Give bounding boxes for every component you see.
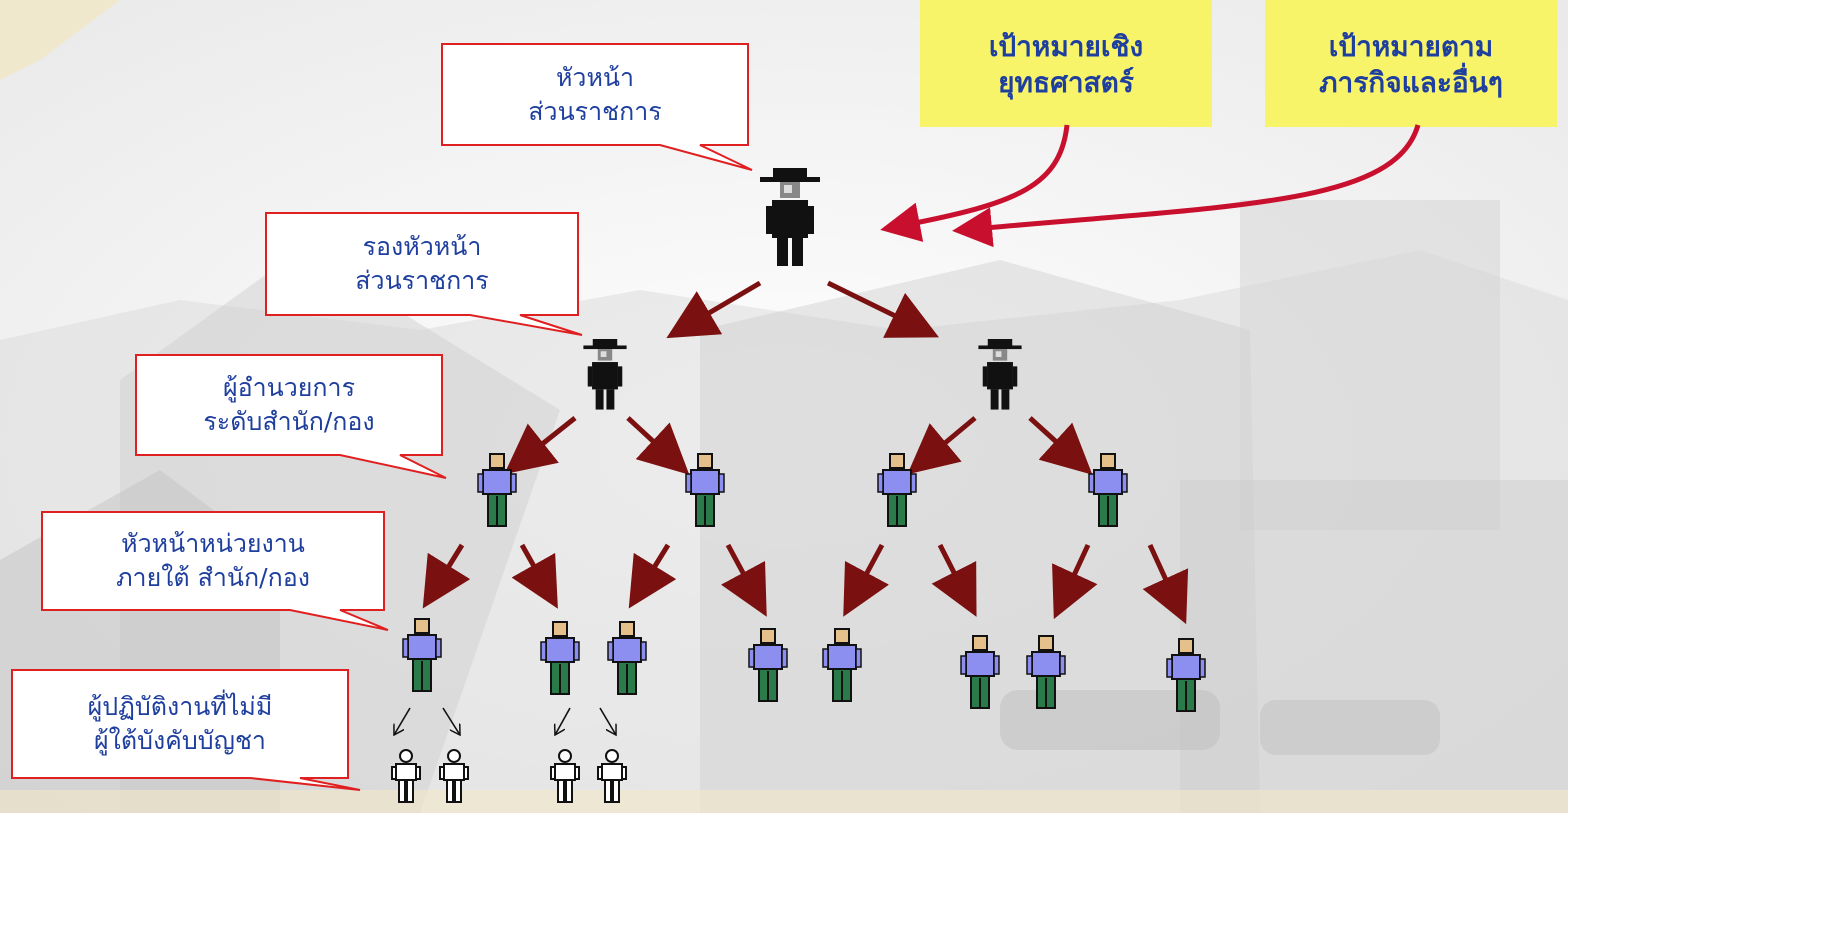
mission-goal-box <box>1265 0 1557 127</box>
unit-head-icon <box>1166 638 1206 712</box>
callout-deputy <box>265 212 583 336</box>
unit-head-icon <box>402 618 442 692</box>
unit-head-icon <box>748 628 788 702</box>
director-icon <box>477 453 517 527</box>
head-label: หัวหน้า ส่วนราชการ <box>528 62 662 126</box>
worker-icon <box>550 749 580 803</box>
worker-icon <box>597 749 627 803</box>
unit-head-icon <box>1026 635 1066 709</box>
unit-head-icon <box>607 621 647 695</box>
mission-goal-text: เป้าหมายตาม ภารกิจและอื่นๆ <box>1319 29 1503 99</box>
worker-icon <box>391 749 421 803</box>
mission-goal-arrow <box>952 124 1421 248</box>
callout-head <box>441 43 753 171</box>
org-diagram <box>0 0 1568 813</box>
unit-head-icon <box>960 635 1000 709</box>
strategic-goal-box <box>920 0 1212 127</box>
unit-head-icon <box>540 621 580 695</box>
worker-icon <box>439 749 469 803</box>
director-icon <box>1088 453 1128 527</box>
director-label: ผู้อำนวยการ ระดับสำนัก/กอง <box>203 373 375 436</box>
worker-arrows <box>394 707 616 735</box>
executive-head-icon <box>760 168 820 266</box>
director-icon <box>685 453 725 527</box>
executive-deputy-right-icon <box>978 339 1022 410</box>
strategic-goal-text: เป้าหมายเชิง ยุทธศาสตร์ <box>988 29 1144 99</box>
staff-label: ผู้ปฏิบัติงานที่ไม่มี ผู้ใต้บังคับบัญชา <box>87 692 273 755</box>
callout-staff <box>11 669 361 791</box>
executive-deputy-left-icon <box>583 339 627 410</box>
director-icon <box>877 453 917 527</box>
unit-head-icon <box>822 628 862 702</box>
unit-head-label: หัวหน้าหน่วยงาน ภายใต้ สำนัก/กอง <box>116 529 310 592</box>
hierarchy-arrows <box>422 280 1189 625</box>
deputy-label: รองหัวหน้า ส่วนราชการ <box>355 232 489 295</box>
strategic-goal-arrow <box>880 124 1070 242</box>
callout-director <box>135 354 447 479</box>
callout-unit-head <box>41 511 389 631</box>
